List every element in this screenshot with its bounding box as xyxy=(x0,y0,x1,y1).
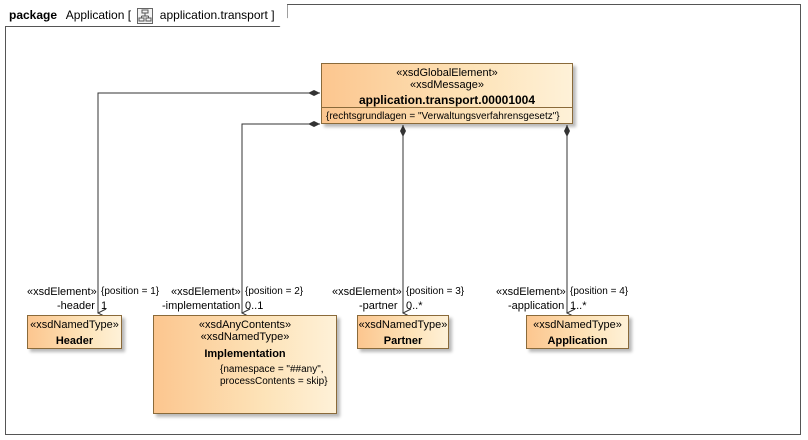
diagram-name: application.transport xyxy=(159,8,268,22)
implementation-stereotype-2: «xsdNamedType» xyxy=(200,331,290,343)
composition-edge-application[interactable] xyxy=(564,125,570,313)
implementation-role: -implementation xyxy=(162,300,241,312)
bracket-open: [ xyxy=(127,8,132,22)
implementation-name: Implementation xyxy=(204,348,286,360)
root-name: application.transport.00001004 xyxy=(358,93,536,107)
partner-role: -partner xyxy=(359,300,398,312)
bracket-close: ] xyxy=(271,8,275,22)
implementation-multiplicity: 0..1 xyxy=(245,300,264,312)
header-role: -header xyxy=(57,300,95,312)
header-multiplicity: 1 xyxy=(101,300,108,312)
package-keyword: package xyxy=(9,8,58,22)
composition-edge-header[interactable] xyxy=(98,90,320,313)
partner-type-box[interactable]: «xsdNamedType» Partner xyxy=(357,315,449,349)
application-edge-stereotype: «xsdElement» xyxy=(496,286,566,298)
partner-name: Partner xyxy=(383,335,423,347)
partner-edge-stereotype: «xsdElement» xyxy=(332,286,402,298)
implementation-tag-1: {namespace = "##any", xyxy=(220,364,324,375)
package-frame xyxy=(5,4,801,435)
implementation-tag-2: processContents = skip} xyxy=(220,376,328,387)
application-type-box[interactable]: «xsdNamedType» Application xyxy=(526,315,629,349)
header-stereotype: «xsdNamedType» xyxy=(30,319,119,331)
header-position-tag: {position = 1} xyxy=(101,286,160,297)
composition-edge-partner[interactable] xyxy=(400,125,406,313)
application-stereotype: «xsdNamedType» xyxy=(533,319,622,331)
header-name: Header xyxy=(55,335,94,347)
header-type-box[interactable]: «xsdNamedType» Header xyxy=(27,315,122,349)
root-stereotype-2: «xsdMessage» xyxy=(410,79,484,91)
application-multiplicity: 1..* xyxy=(570,300,587,312)
package-name: Application xyxy=(65,8,125,22)
implementation-type-box[interactable]: «xsdAnyContents» «xsdNamedType» Implemen… xyxy=(153,315,337,414)
root-element-box[interactable]: «xsdGlobalElement» «xsdMessage» applicat… xyxy=(321,63,573,124)
implementation-position-tag: {position = 2} xyxy=(245,286,304,297)
application-role: -application xyxy=(508,300,565,312)
root-stereotype-1: «xsdGlobalElement» xyxy=(396,67,498,79)
implementation-stereotype-1: «xsdAnyContents» xyxy=(198,319,292,331)
composition-edge-implementation[interactable] xyxy=(242,121,320,313)
header-edge-stereotype: «xsdElement» xyxy=(27,286,97,298)
partner-multiplicity: 0..* xyxy=(406,300,423,312)
partner-stereotype: «xsdNamedType» xyxy=(358,319,448,331)
application-name: Application xyxy=(547,335,608,347)
application-position-tag: {position = 4} xyxy=(570,286,629,297)
root-tag: {rechtsgrundlagen = "Verwaltungsverfahre… xyxy=(326,111,560,122)
package-tab: package Application [ application.transp… xyxy=(5,4,288,27)
implementation-edge-stereotype: «xsdElement» xyxy=(171,286,241,298)
class-diagram-icon xyxy=(137,8,153,24)
partner-position-tag: {position = 3} xyxy=(406,286,465,297)
